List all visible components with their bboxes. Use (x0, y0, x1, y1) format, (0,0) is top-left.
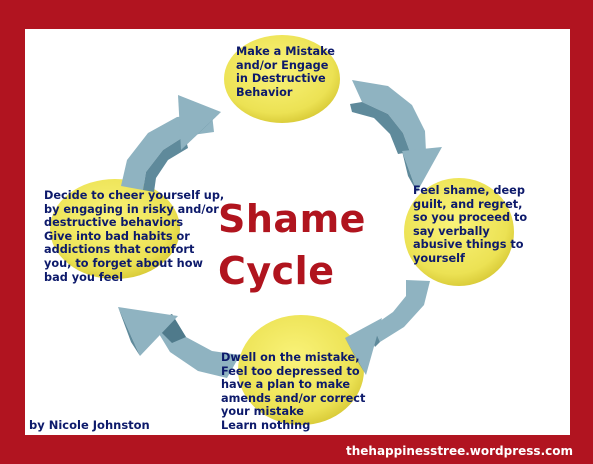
arrow-left-to-top-icon (121, 95, 221, 192)
step-line: addictions that comfort (44, 243, 195, 257)
step-line: Feel too depressed to (221, 364, 360, 378)
step-line: say verbally (413, 224, 490, 238)
step-label-right: Feel shame, deep guilt, and regret, so y… (413, 184, 527, 266)
step-line: yourself (413, 251, 465, 265)
step-label-top: Make a Mistake and/or Engage in Destruct… (236, 45, 335, 99)
step-line: Give into bad habits or (44, 229, 190, 243)
step-line: you, to forget about how (44, 256, 203, 270)
step-line: Behavior (236, 85, 293, 99)
step-line: guilt, and regret, (413, 197, 523, 211)
step-label-left: Decide to cheer yourself up, by engaging… (44, 189, 224, 284)
step-line: Feel shame, deep (413, 184, 525, 197)
step-line: destructive behaviors (44, 216, 184, 230)
arrow-top-to-right-icon (350, 80, 442, 192)
diagram-title: Shame Cycle (218, 193, 366, 297)
arrow-right-to-bottom-icon (345, 280, 430, 375)
step-line: so you proceed to (413, 211, 528, 225)
step-line: your mistake (221, 405, 304, 419)
disc-top (224, 35, 340, 123)
step-discs (50, 35, 514, 425)
step-line: Make a Mistake (236, 45, 335, 58)
step-line: abusive things to (413, 238, 524, 252)
author-credit: by Nicole Johnston (29, 418, 150, 432)
step-line: by engaging in risky and/or (44, 202, 219, 216)
step-line: and/or Engage (236, 58, 329, 72)
step-line: Decide to cheer yourself up, (44, 189, 225, 202)
step-line: amends and/or correct (221, 391, 366, 405)
step-line: Dwell on the mistake, (221, 351, 360, 364)
step-line: Learn nothing (221, 418, 311, 432)
title-line-1: Shame (218, 197, 366, 241)
cycle-arrows (118, 80, 442, 378)
disc-left (50, 179, 180, 279)
step-line: have a plan to make (221, 378, 351, 392)
website-url: thehappinesstree.wordpress.com (346, 444, 573, 458)
step-line: in Destructive (236, 72, 326, 86)
step-label-bottom: Dwell on the mistake, Feel too depressed… (221, 351, 365, 433)
arrow-bottom-to-left-icon (118, 307, 240, 378)
disc-bottom (238, 315, 364, 425)
step-line: bad you feel (44, 270, 123, 284)
title-line-2: Cycle (218, 249, 335, 293)
disc-right (404, 178, 514, 286)
